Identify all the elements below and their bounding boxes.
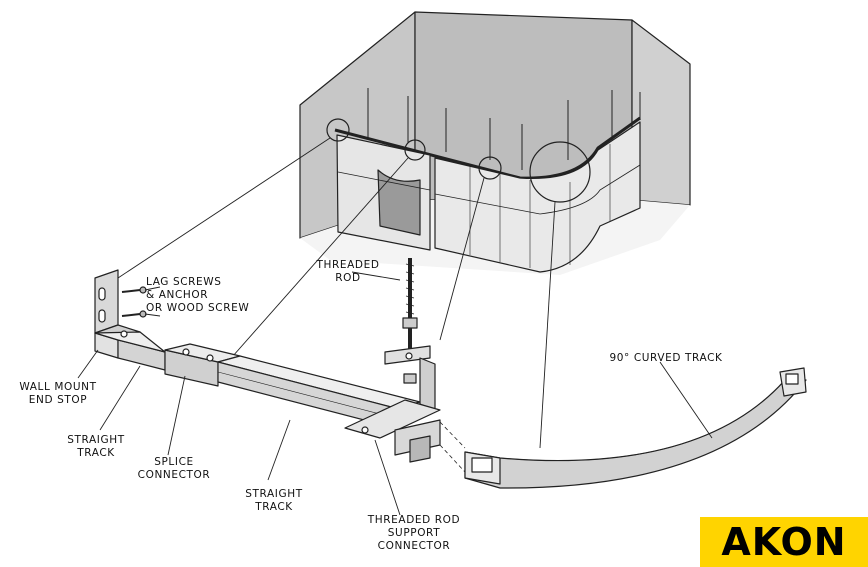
detail-circle-endstop — [326, 118, 350, 142]
wall-mount-end-stop — [94, 269, 141, 341]
label-straight-track-2: STRAIGHT TRACK — [245, 488, 303, 513]
threaded-rod — [402, 258, 418, 384]
right-wall — [631, 19, 691, 206]
detail-circle-splice — [404, 139, 426, 161]
lag-screws — [121, 286, 147, 318]
label-leaders — [77, 271, 713, 516]
label-curved-track: 90° CURVED TRACK — [609, 352, 723, 364]
akon-logo: AKON — [700, 517, 868, 567]
label-threaded-rod: THREADED ROD — [316, 259, 380, 284]
hanging-rods — [367, 88, 641, 170]
room-curtain — [336, 121, 641, 273]
label-lag-screws: LAG SCREWS & ANCHOR OR WOOD SCREW — [146, 276, 250, 314]
leader-lines — [117, 137, 556, 449]
splice-connector — [164, 343, 241, 387]
label-rod-support-connector: THREADED ROD SUPPORT CONNECTOR — [367, 514, 461, 552]
detail-circle-curve — [529, 141, 591, 203]
label-wall-mount-end-stop: WALL MOUNT END STOP — [19, 381, 97, 406]
curved-track — [464, 367, 807, 489]
straight-track-1 — [94, 330, 166, 371]
room-illustration — [299, 11, 691, 275]
logo-text: AKON — [721, 520, 847, 564]
label-splice-connector: SPLICE CONNECTOR — [137, 456, 211, 481]
curtain-front — [434, 121, 641, 273]
label-straight-track-1: STRAIGHT TRACK — [67, 434, 125, 459]
dashed-guides — [439, 421, 466, 473]
rod-support-connector — [344, 345, 441, 463]
detail-circle-support — [478, 156, 502, 180]
